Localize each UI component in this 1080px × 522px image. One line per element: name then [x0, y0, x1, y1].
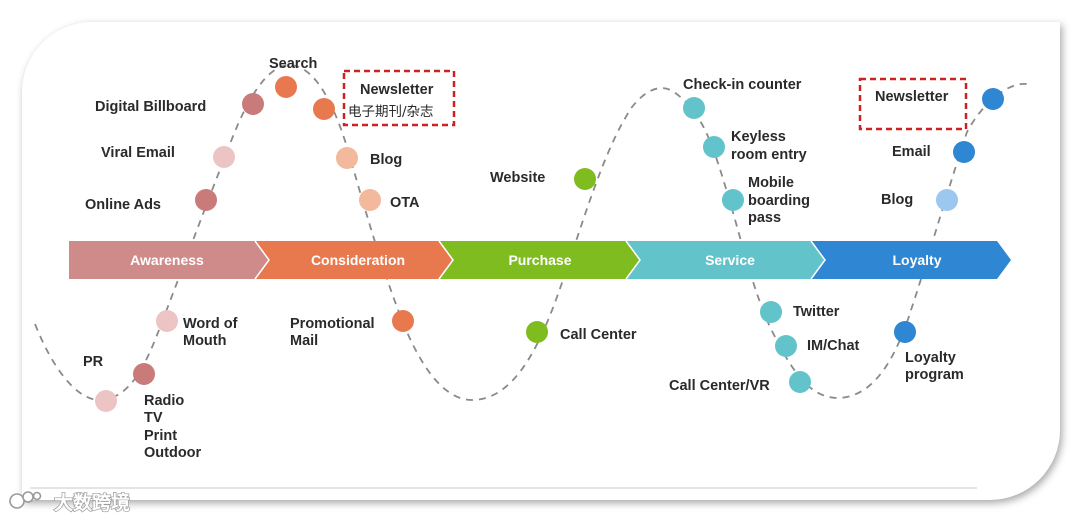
dot-loyalty-program — [894, 321, 916, 343]
label-mobile-boarding-line3: pass — [748, 210, 781, 226]
stage-label-consideration: Consideration — [311, 252, 405, 268]
dot-keyless — [703, 136, 725, 158]
dot-search — [275, 76, 297, 98]
label-call-center-vr: Call Center/VR — [669, 378, 770, 394]
label-keyless-line1: Keyless — [731, 129, 786, 145]
label-digital-billboard: Digital Billboard — [95, 99, 206, 115]
label-keyless-line2: room entry — [731, 147, 807, 163]
newsletter-loyalty-highlight-box — [858, 77, 968, 131]
touchpoint-labels: PR Radio TV Print Outdoor Word of Mouth … — [83, 56, 964, 461]
dot-online-ads — [195, 189, 217, 211]
dot-viral-email — [213, 146, 235, 168]
dot-newsletter-consideration — [313, 98, 335, 120]
journey-curve — [34, 64, 1028, 401]
stage-consideration — [255, 241, 453, 279]
dot-radio — [133, 363, 155, 385]
stage-label-loyalty: Loyalty — [892, 252, 941, 268]
watermark: 大数跨境 — [9, 490, 131, 515]
label-search: Search — [269, 56, 317, 72]
label-tv: TV — [144, 410, 163, 426]
label-mobile-boarding-line1: Mobile — [748, 175, 794, 191]
label-promotional-mail-line2: Mail — [290, 333, 318, 349]
label-promotional-mail-line1: Promotional — [290, 316, 375, 332]
dot-call-center-purchase — [526, 321, 548, 343]
dot-pr — [95, 390, 117, 412]
dot-promotional-mail — [392, 310, 414, 332]
label-viral-email: Viral Email — [101, 145, 175, 161]
watermark-logo-icon — [9, 491, 42, 509]
label-pr: PR — [83, 354, 104, 370]
label-im-chat: IM/Chat — [807, 338, 860, 354]
stage-service — [626, 241, 825, 279]
label-twitter: Twitter — [793, 304, 840, 320]
label-ota: OTA — [390, 195, 420, 211]
label-newsletter-chinese: 电子期刊/杂志 — [348, 104, 434, 120]
touchpoint-dots — [95, 76, 1004, 412]
diagram-card: Awareness Consideration Purchase Service… — [22, 22, 1060, 500]
dot-check-in — [683, 97, 705, 119]
label-email: Email — [892, 144, 931, 160]
stage-label-awareness: Awareness — [130, 252, 204, 268]
label-blog-loyalty: Blog — [881, 192, 913, 208]
watermark-text: 大数跨境 — [54, 491, 130, 514]
dot-twitter — [760, 301, 782, 323]
dot-newsletter-loyalty — [982, 88, 1004, 110]
stage-label-purchase: Purchase — [508, 252, 571, 268]
dot-blog-loyalty — [936, 189, 958, 211]
dot-call-center-vr — [789, 371, 811, 393]
label-print: Print — [144, 428, 177, 444]
dot-blog-consideration — [336, 147, 358, 169]
stage-awareness — [69, 241, 269, 279]
label-mobile-boarding-line2: boarding — [748, 193, 810, 209]
dot-im-chat — [775, 335, 797, 357]
label-online-ads: Online Ads — [85, 197, 161, 213]
stage-label-service: Service — [705, 252, 755, 268]
label-loyalty-program-line1: Loyalty — [905, 350, 956, 366]
dot-ota — [359, 189, 381, 211]
dot-digital-billboard — [242, 93, 264, 115]
label-blog-consideration: Blog — [370, 152, 402, 168]
dot-word-of-mouth — [156, 310, 178, 332]
label-word-of-mouth-line1: Word of — [183, 316, 238, 332]
dot-mobile-boarding — [722, 189, 744, 211]
label-newsletter-loyalty: Newsletter — [875, 89, 949, 105]
dot-website — [574, 168, 596, 190]
label-radio: Radio — [144, 393, 184, 409]
label-outdoor: Outdoor — [144, 445, 202, 461]
stage-purchase — [439, 241, 640, 279]
label-newsletter-consideration: Newsletter — [360, 82, 434, 98]
label-check-in: Check-in counter — [683, 77, 802, 93]
label-word-of-mouth-line2: Mouth — [183, 333, 226, 349]
stage-bar: Awareness Consideration Purchase Service… — [69, 240, 1011, 280]
newsletter-highlight-box — [342, 69, 456, 127]
customer-journey-diagram: Awareness Consideration Purchase Service… — [30, 56, 1028, 489]
label-loyalty-program-line2: program — [905, 367, 964, 383]
dot-email — [953, 141, 975, 163]
stage-loyalty — [811, 241, 1011, 279]
label-call-center-purchase: Call Center — [560, 327, 637, 343]
label-website: Website — [490, 170, 545, 186]
